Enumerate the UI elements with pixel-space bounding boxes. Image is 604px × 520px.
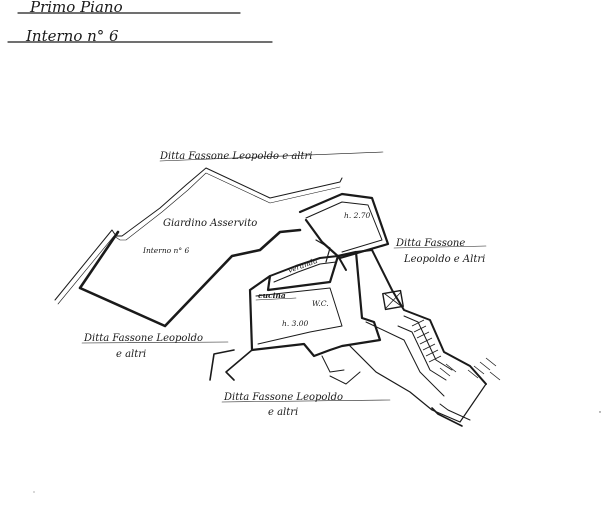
neighbor-north-label: Ditta Fassone Leopoldo e altri (159, 151, 313, 162)
veranda-label: veranda (287, 256, 319, 275)
neighbor-south-label-2: e altri (268, 407, 298, 418)
staircase-steps (411, 319, 501, 381)
apartment-walls (209, 192, 487, 423)
kitchen-label: cucina (258, 291, 286, 300)
neighbor-west-underline (81, 341, 229, 344)
bathroom-label: W.C. (312, 299, 329, 308)
neighbor-south-label-1: Ditta Fassone Leopoldo (223, 392, 343, 403)
garden-thick-boundary (78, 228, 302, 328)
scan-speck (33, 491, 35, 493)
neighbor-east-label-2: Leopoldo e Altri (403, 254, 485, 265)
garden-unit-label: Interno n° 6 (142, 246, 190, 255)
neighbor-west-label-2: e altri (116, 349, 146, 360)
garden-label: Giardino Asservito (163, 218, 257, 229)
floor-title: Primo Piano (29, 0, 123, 16)
neighbor-east-underline (393, 245, 487, 249)
neighbor-north-underline (159, 151, 384, 162)
lower-stairwell (431, 403, 471, 427)
neighbor-east-label-1: Ditta Fassone (395, 238, 465, 249)
neighbor-west-label-1: Ditta Fassone Leopoldo (83, 333, 203, 344)
garden-north-boundary (54, 167, 343, 305)
upper-room-height-label: h. 2.70 (344, 211, 371, 220)
kitchen-height-label: h. 3.00 (282, 319, 309, 328)
kitchen-underline (255, 297, 297, 301)
unit-title: Interno n° 6 (25, 27, 119, 45)
scan-speck (599, 411, 601, 413)
light-shaft (382, 289, 404, 311)
neighbor-south-underline (221, 399, 391, 403)
